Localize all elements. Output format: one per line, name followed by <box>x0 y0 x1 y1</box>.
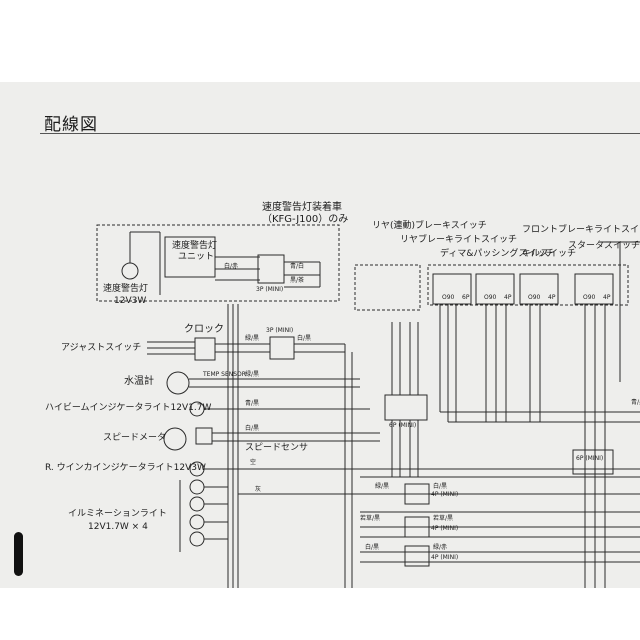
connector-label-4p-right-a: 4P <box>504 294 512 301</box>
speed-sensor-label: スピードセンサ <box>245 443 309 453</box>
speed-warning-unit-label-2: ユニット <box>178 252 215 262</box>
connector-4p-right-a <box>475 273 515 305</box>
speed-warning-lamp-symbol <box>121 262 139 280</box>
connector-label-6p-right: 6P <box>462 294 470 301</box>
rear-brake-switch-linked-label: リヤ(連動)ブレーキスイッチ <box>372 221 487 231</box>
speedometer-symbol <box>163 427 187 451</box>
wire-label-white-black-2: 白/黒 <box>245 425 260 432</box>
connector-label-3p-mid: 3P (MINI) <box>266 327 294 334</box>
wire-label-blue-white: 青/白 <box>290 263 305 270</box>
connector-label-6p-mini-right: 6P (MINI) <box>576 455 604 462</box>
speed-warning-dashed-box <box>96 224 340 302</box>
wire-label-white-black-3: 白/黒 <box>433 483 448 490</box>
dimmer-passing-switch-label: ディマ&パッシングスイッチ <box>440 249 555 259</box>
clock-box <box>194 337 216 361</box>
illumination-lamp-2 <box>189 496 205 512</box>
connector-label-6p-mini: 6P (MINI) <box>389 422 417 429</box>
adjust-switch-label: アジャストスイッチ <box>61 343 142 353</box>
speed-sensor-box <box>195 427 213 445</box>
wire-label-green-black: 緑/黒 <box>245 335 260 342</box>
illumination-light-label: イルミネーションライト <box>68 509 167 519</box>
illumination-rating-label: 12V1.7W × 4 <box>88 522 148 532</box>
speed-warning-unit-label-1: 速度警告灯 <box>172 241 218 251</box>
wire-label-green-yellow-black-2: 若草/黒 <box>433 515 454 522</box>
connector-6p-right <box>432 273 472 305</box>
wire-label-white-black-4: 白/黒 <box>365 544 380 551</box>
connector-6p-mini <box>384 394 428 421</box>
water-temp-gauge-symbol <box>166 371 190 395</box>
connector-4p-right-c <box>574 273 614 305</box>
manual-page: 配線図 <box>0 82 640 588</box>
starter-switch-label: スタータスイッチ <box>568 241 640 251</box>
front-brake-light-switch-label: フロントブレーキライトスイッチ <box>522 225 640 235</box>
illumination-lamp-4 <box>189 531 205 547</box>
wire-label-blue-right: 青/黒 <box>631 399 640 406</box>
connector-label-4p-mini-c: 4P (MINI) <box>431 554 459 561</box>
connector-4p-right-b <box>519 273 559 305</box>
connector-6p-mini-right <box>572 449 614 475</box>
water-temp-gauge-label: 水温計 <box>124 376 154 387</box>
page-title: 配線図 <box>44 115 98 135</box>
rear-brake-light-switch-label: リヤブレーキライトスイッチ <box>400 235 518 245</box>
wire-label-green-black-3: 緑/黒 <box>375 483 390 490</box>
connector-label-090-d: O90 <box>583 294 596 301</box>
wiring-diagram <box>96 224 640 588</box>
speed-warning-lamp-rating: 12V3W <box>114 296 147 306</box>
connector-label-4p-mini-b: 4P (MINI) <box>431 525 459 532</box>
dimmer-switch-box <box>427 264 629 306</box>
connector-4p-mini-a <box>404 483 430 505</box>
connector-4p-mini-c <box>404 545 430 567</box>
wire-label-gray: 灰 <box>255 486 262 493</box>
clock-label: クロック <box>184 324 224 335</box>
rear-brake-switch-box <box>354 264 421 311</box>
speed-warning-lamp-label: 速度警告灯 <box>103 284 149 294</box>
connector-label-3p-top: 3P (MINI) <box>256 286 284 293</box>
background-bottom <box>0 588 640 640</box>
connector-label-4p-right-c: 4P <box>603 294 611 301</box>
wire-label-white-black: 白/黒 <box>297 335 312 342</box>
title-rule <box>40 133 640 134</box>
kill-switch-label: キルスイッチ <box>522 249 577 259</box>
high-beam-indicator-label: ハイビームインジケータライト12V1.7W <box>45 403 212 413</box>
binding-hole <box>14 532 23 576</box>
speed-warning-model: （KFG-J100）のみ <box>262 214 349 225</box>
connector-label-090-c: O90 <box>528 294 541 301</box>
wire-label-green-yellow-black: 若草/黒 <box>360 515 381 522</box>
illumination-lamp-3 <box>189 514 205 530</box>
speed-warning-header: 速度警告灯装着車 <box>262 202 342 213</box>
connector-label-4p-mini-a: 4P (MINI) <box>431 491 459 498</box>
temp-sensor-note: TEMP SENSOR <box>203 371 246 378</box>
connector-3p-mini-mid <box>269 336 295 360</box>
connector-3p-mini-top <box>257 254 285 284</box>
wire-label-black-brown: 黒/茶 <box>290 277 305 284</box>
wire-label-green-black-2: 緑/黒 <box>245 371 260 378</box>
wire-label-blue-black: 青/黒 <box>245 400 260 407</box>
speedometer-label: スピードメータ <box>103 433 167 443</box>
r-winker-indicator-label: R. ウインカインジケータライト12V3W <box>45 463 206 473</box>
background-top <box>0 0 640 82</box>
connector-label-090-a: O90 <box>442 294 455 301</box>
wire-label-green-red: 緑/赤 <box>433 544 448 551</box>
connector-label-090-b: O90 <box>484 294 497 301</box>
connector-4p-mini-b <box>404 516 430 538</box>
illumination-lamp-1 <box>189 479 205 495</box>
wire-label-white-red: 白/赤 <box>224 263 239 270</box>
connector-label-4p-right-b: 4P <box>548 294 556 301</box>
wire-label-light-blue: 空 <box>250 459 257 466</box>
